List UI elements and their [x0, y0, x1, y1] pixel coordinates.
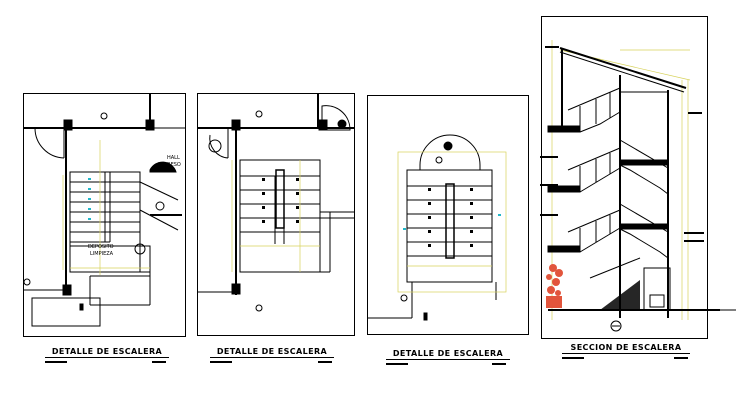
- caption-drawing-4: SECCION DE ESCALERA: [570, 343, 682, 352]
- caption-scalebar-4a: [562, 357, 584, 359]
- note-hall: HALL: [167, 155, 180, 161]
- caption-underline-4: [562, 353, 690, 354]
- note-deposito: DEPOSITO: [88, 244, 114, 250]
- caption-drawing-3: DETALLE DE ESCALERA: [392, 349, 504, 358]
- caption-scalebar-3b: [492, 363, 506, 365]
- caption-underline-1: [45, 357, 169, 358]
- caption-scalebar-2a: [210, 361, 232, 363]
- caption-scalebar-3a: [386, 363, 408, 365]
- caption-scalebar-4b: [674, 357, 688, 359]
- drawing-frame-4: [541, 16, 708, 339]
- caption-underline-2: [210, 357, 334, 358]
- caption-underline-3: [386, 359, 510, 360]
- caption-drawing-1: DETALLE DE ESCALERA: [51, 347, 163, 356]
- note-limpieza: LIMPIEZA: [90, 251, 114, 257]
- caption-drawing-2: DETALLE DE ESCALERA: [216, 347, 328, 356]
- caption-scalebar-1a: [45, 361, 67, 363]
- note-ingreso: INGRESO: [158, 162, 181, 168]
- caption-scalebar-1b: [152, 361, 166, 363]
- caption-scalebar-2b: [318, 361, 332, 363]
